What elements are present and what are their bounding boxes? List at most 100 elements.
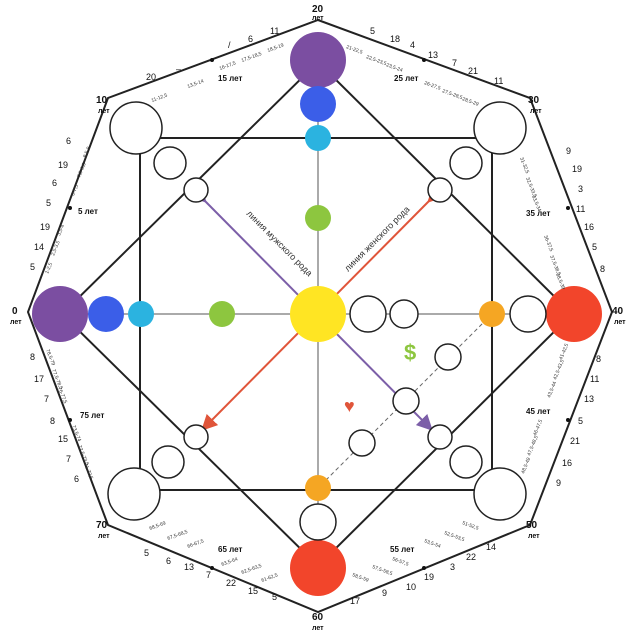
num: 5 (46, 198, 51, 208)
num: 5 (592, 242, 597, 252)
range-label: 62,5-63,5 (241, 563, 263, 576)
range-label: 16-17,5 (219, 60, 237, 72)
range-label: 78,5-79 (44, 349, 56, 367)
range-label: 38,5-39 (554, 273, 566, 291)
num: 20 (146, 72, 156, 82)
outer-octagon (26, 18, 614, 614)
range-label: 13,5-14 (187, 78, 205, 90)
edge-ticks (68, 58, 570, 570)
corner-tl-mid (153, 146, 187, 180)
male-line-label: линия мужского рода (245, 208, 315, 278)
range-label: 43,5-44 (546, 381, 558, 399)
num: 13 (584, 394, 594, 404)
sub-age-5: 5 лет (78, 207, 98, 216)
corner-bl-small (183, 424, 209, 450)
num: 15 (58, 434, 68, 444)
range-label: 26-27,5 (423, 80, 441, 92)
range-label: 33,5-34 (530, 195, 542, 213)
range-label: 21-22,5 (345, 44, 363, 56)
mid-circle (392, 387, 420, 415)
sub-age-45: 45 лет (526, 407, 550, 416)
range-label: 51-52,5 (461, 520, 479, 532)
num: 15 (248, 586, 258, 596)
corner-br-small (427, 424, 453, 450)
num: 16 (562, 458, 572, 468)
range-label: 2,5-3,5 (50, 240, 61, 257)
range-label: 61-62,5 (261, 572, 279, 584)
sub-age-25: 25 лет (394, 74, 418, 83)
top-circle-green (305, 205, 331, 231)
age-30: 30 (528, 95, 540, 106)
num: 14 (34, 242, 44, 252)
range-label: 11-12,5 (151, 92, 169, 103)
num: / (228, 40, 231, 50)
range-label: 48,5-49 (520, 457, 532, 475)
range-label: 73,5-74 (70, 425, 82, 443)
range-label: 52,5-53,5 (443, 530, 465, 543)
center-circle (290, 286, 346, 342)
left-circle-cyan (128, 301, 154, 327)
num: 11 (576, 204, 585, 214)
top-circle-cyan (305, 125, 331, 151)
bottom-circle-red (290, 540, 346, 596)
range-label: 58,5-59 (351, 572, 369, 584)
age-10-unit: лет (98, 108, 110, 115)
corner-tl-large (109, 101, 163, 155)
corner-bl-large (107, 467, 161, 521)
sub-age-65: 65 лет (218, 545, 242, 554)
corner-tl-small (183, 177, 209, 203)
num: 14 (486, 542, 496, 552)
range-label: 47,5-48,5 (526, 435, 540, 457)
range-label: 42,5-43,5 (552, 359, 566, 381)
right-circle-orange (479, 301, 505, 327)
range-label: 66-67,5 (187, 538, 205, 550)
num: 10 (406, 582, 416, 592)
num: 5 (370, 26, 375, 36)
right-circle-white-2 (349, 295, 387, 333)
range-label: 56-57,5 (391, 556, 409, 568)
num: 16 (584, 222, 594, 232)
num: 19 (58, 160, 68, 170)
num: 11 (590, 374, 599, 384)
num: 17 (34, 374, 44, 384)
age-0-unit: лет (10, 319, 22, 326)
age-30-unit: лет (530, 108, 542, 115)
num: 6 (66, 136, 71, 146)
num: 9 (382, 588, 387, 598)
num: 11 (270, 26, 279, 36)
corner-br-large (473, 467, 527, 521)
range-label: 3,5-4 (56, 224, 66, 237)
num: 3 (578, 184, 583, 194)
left-circle-violet (32, 286, 88, 342)
num: 21 (570, 436, 580, 446)
num: 5 (578, 416, 583, 426)
age-40-unit: лет (614, 319, 626, 326)
num: 9 (566, 146, 571, 156)
num: 11 (494, 76, 503, 86)
corner-tr-mid (449, 146, 483, 180)
corner-bl-mid (151, 445, 185, 479)
num: 8 (600, 264, 605, 274)
num: 19 (572, 164, 582, 174)
range-label: 28,5-29 (461, 96, 479, 108)
num: 7 (452, 58, 457, 68)
num: 19 (424, 572, 434, 582)
range-label: 1-2,5 (44, 262, 54, 275)
range-label: 7,5-8,5 (76, 162, 87, 179)
age-20: 20 (312, 4, 324, 15)
dollar-icon: $ (404, 340, 416, 365)
range-label: 71-72,5 (82, 463, 94, 481)
num: 8 (50, 416, 55, 426)
num: 22 (226, 578, 236, 588)
range-label: 67,5-68,5 (167, 529, 189, 542)
corner-tr-small (427, 177, 453, 203)
heart-icon: ♥ (344, 396, 355, 416)
right-circle-white-1 (509, 295, 547, 333)
range-label: 22,5-23,5 (365, 54, 387, 67)
top-circle-violet (290, 32, 346, 88)
bottom-circle-orange (305, 475, 331, 501)
num: 13 (184, 562, 194, 572)
num: 21 (468, 66, 478, 76)
